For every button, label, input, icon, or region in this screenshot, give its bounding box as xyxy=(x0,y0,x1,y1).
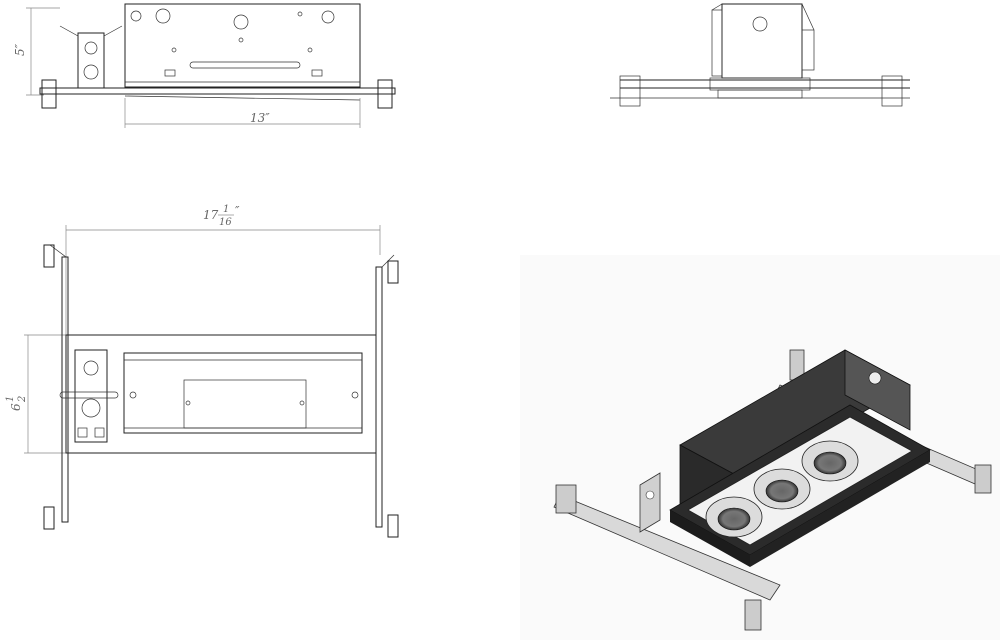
width-dimension: 13″ xyxy=(124,98,361,128)
depth-dimension: 6 1 2 xyxy=(5,334,66,454)
isometric-render xyxy=(520,255,1000,640)
bar-hanger-rail xyxy=(39,79,396,109)
length-dimension-numerator: 1 xyxy=(223,204,229,215)
hanger-bars-plan xyxy=(43,244,399,538)
length-dimension-denominator: 16 xyxy=(219,217,232,228)
lamp-module-1 xyxy=(705,496,763,538)
junction-box-plan xyxy=(59,349,119,443)
housing-plan xyxy=(65,334,377,454)
depth-dimension-numerator: 1 xyxy=(5,396,16,402)
length-dimension-unit: ″ xyxy=(235,204,240,218)
depth-dimension-whole: 6 xyxy=(9,403,23,411)
height-dimension: 5″ xyxy=(13,7,60,96)
length-dimension-whole: 17 xyxy=(203,208,219,222)
bar-hanger-side xyxy=(610,75,910,107)
side-elevation-view xyxy=(610,3,910,107)
depth-dimension-denominator: 2 xyxy=(17,396,28,403)
width-dimension-label: 13″ xyxy=(250,111,270,125)
junction-box-front xyxy=(59,25,123,89)
housing-front xyxy=(124,3,361,88)
lamp-modules xyxy=(705,440,859,538)
lamp-module-2 xyxy=(753,468,811,510)
height-dimension-label: 5″ xyxy=(13,43,27,56)
plan-view: 17 1 16 ″ 6 1 2 xyxy=(5,204,399,538)
lamp-module-3 xyxy=(801,440,859,482)
junction-box-iso xyxy=(639,472,661,533)
housing-side xyxy=(711,3,815,79)
front-elevation-view: 5″ 13″ xyxy=(13,3,396,128)
length-dimension: 17 1 16 ″ xyxy=(65,204,381,335)
